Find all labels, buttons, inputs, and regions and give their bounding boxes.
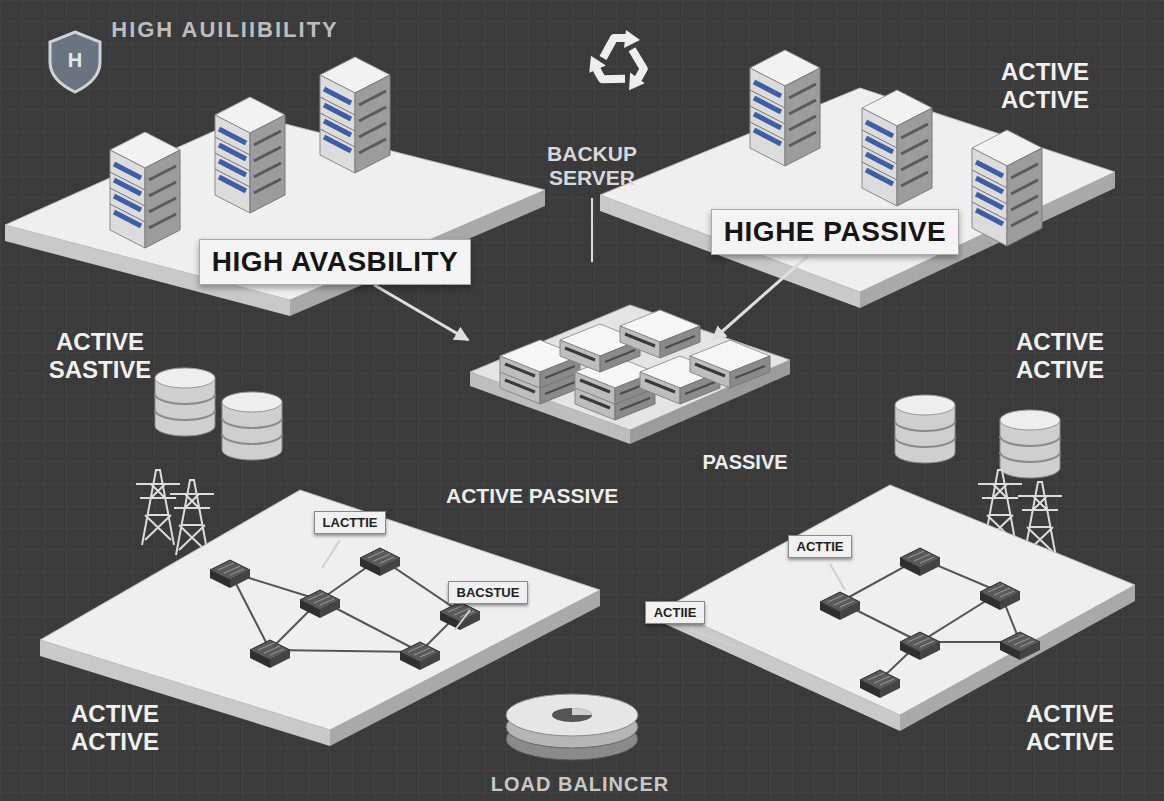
illustration	[222, 392, 282, 460]
platform	[665, 485, 1135, 731]
shield-icon	[50, 32, 100, 92]
platform-sign: HIGH AVASBILITY	[199, 239, 472, 285]
platform	[665, 608, 900, 731]
network-wire	[270, 650, 420, 652]
platform-sign: HIGHE PASSIVE	[711, 209, 959, 255]
recycle-icon	[624, 30, 640, 48]
recycle-icon	[622, 72, 646, 95]
illustration	[895, 395, 955, 463]
illustration	[1000, 632, 1040, 660]
leader-line	[322, 540, 340, 568]
leader-line	[830, 564, 845, 590]
node-text: HIGHE PASSIVE	[724, 216, 946, 248]
load-balancer	[572, 708, 592, 715]
recycle-icon	[582, 52, 606, 75]
recycle-icon	[613, 49, 656, 95]
illustration	[320, 57, 390, 173]
load-balancer	[506, 694, 638, 736]
illustration	[620, 310, 700, 358]
mode-label: ACTIVE ACTIVE	[1005, 700, 1135, 755]
illustration	[750, 50, 820, 166]
illustration	[136, 470, 180, 545]
illustration	[690, 340, 770, 388]
platform	[40, 490, 600, 730]
illustration	[155, 368, 215, 436]
status-tag: LACTTIE	[314, 511, 387, 534]
load-balancer	[506, 694, 638, 760]
mode-label: PASSIVE	[702, 451, 787, 474]
illustration	[250, 640, 290, 668]
server-cluster-base	[470, 305, 790, 444]
illustration	[360, 548, 400, 576]
connector-arrow	[713, 255, 809, 340]
platform	[665, 485, 1135, 715]
mode-label: ACTIVE ACTIVE	[980, 58, 1110, 113]
server-label: BACKUP SERVER	[527, 142, 657, 190]
node-text: ACTIVE PASSIVE	[446, 484, 618, 508]
leader-line	[455, 610, 470, 630]
illustration	[820, 592, 860, 620]
mode-label: ACTIVE ACTIVE	[995, 328, 1125, 383]
illustration	[400, 642, 440, 670]
mode-label: ACTIVE SASTIVE	[35, 328, 165, 383]
node-text: ACTTIE	[797, 539, 844, 554]
leader-line	[690, 630, 740, 648]
leader-line	[322, 540, 845, 648]
status-tag: ACTTIE	[788, 535, 853, 558]
illustration	[860, 670, 900, 698]
illustration	[440, 602, 480, 630]
illustration	[972, 130, 1042, 246]
node-text: LACTTIE	[323, 515, 378, 530]
network-wire	[840, 558, 1020, 680]
recycle-icon	[582, 30, 656, 95]
illustration	[980, 582, 1020, 610]
illustration	[900, 548, 940, 576]
illustration	[215, 97, 285, 213]
platform	[600, 88, 1115, 308]
illustration	[300, 590, 340, 618]
illustration	[210, 560, 250, 588]
load-balancer	[552, 708, 592, 722]
server-cluster: ACTIVE PASSIVE	[440, 340, 790, 512]
leader-line	[591, 198, 593, 262]
platform	[600, 88, 1115, 292]
status-tag: BACSTUE	[448, 581, 529, 604]
server-cluster-base	[470, 305, 790, 430]
network-wire	[320, 558, 460, 652]
network-wire	[230, 558, 460, 652]
illustration	[862, 90, 932, 206]
recycle-icon	[603, 38, 628, 58]
mode-label: ACTIVE ACTIVE	[50, 700, 180, 755]
node-text: HIGH AVASBILITY	[212, 246, 459, 278]
node-text: BACSTUE	[457, 585, 520, 600]
shield-letter: H	[68, 49, 82, 72]
illustration	[1000, 410, 1060, 478]
illustration	[900, 632, 940, 660]
connector-arrow	[374, 285, 468, 340]
recycle-icon	[582, 47, 625, 93]
illustration	[110, 132, 180, 248]
node-text: ACTIIE	[654, 605, 697, 620]
heading: HIGH AUILIIBILITY	[111, 17, 339, 42]
status-tag: ACTIIE	[645, 601, 706, 624]
component-label: LOAD BALINCER	[491, 773, 670, 796]
